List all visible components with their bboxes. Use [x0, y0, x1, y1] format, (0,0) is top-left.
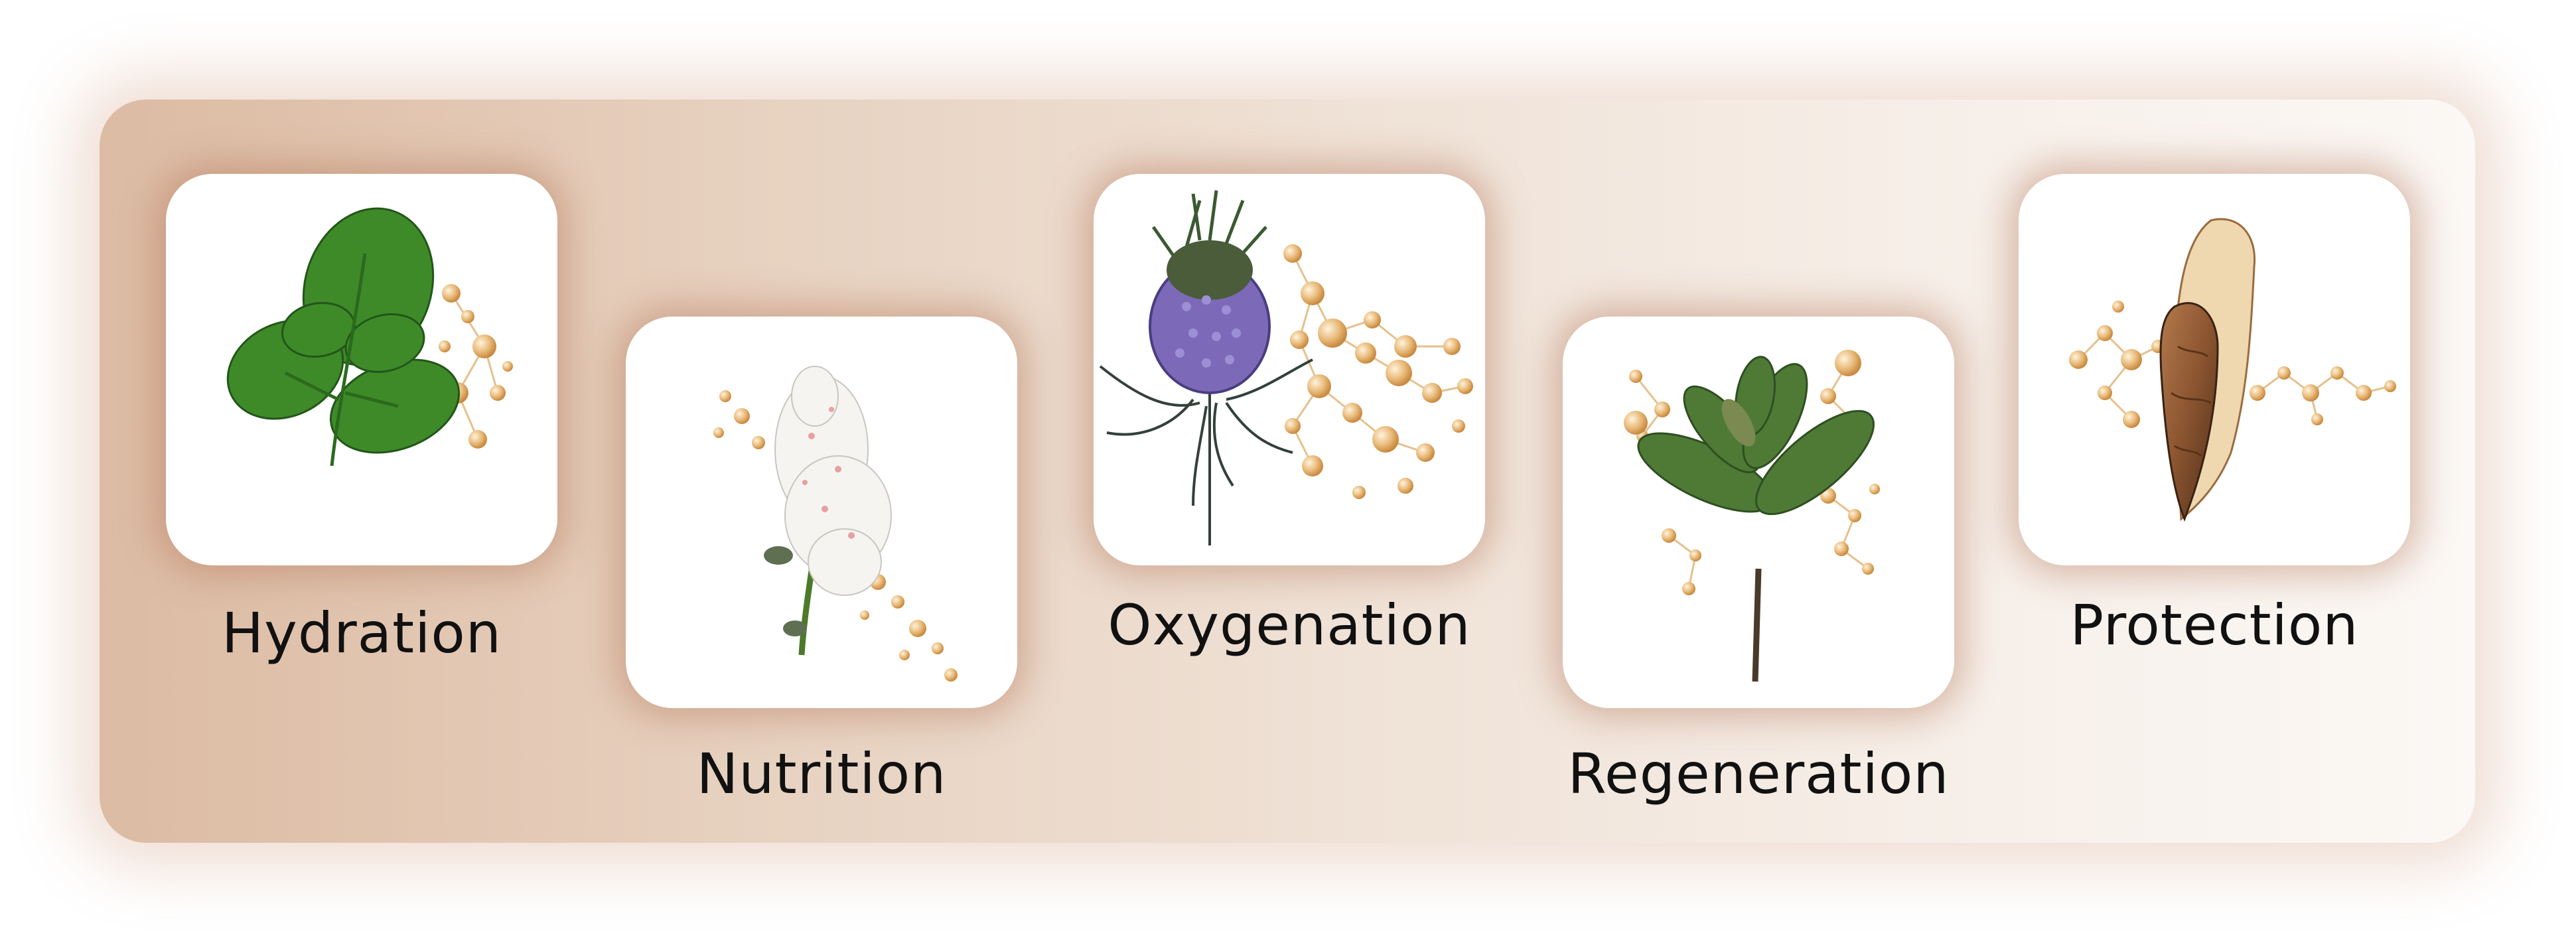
leaf-with-droplets-icon: [226, 207, 513, 467]
teasel-flower-with-droplets-icon: [1099, 190, 1473, 545]
plant-sprig-with-droplets-icon: [1624, 350, 1880, 682]
regeneration-image-card: [1563, 317, 1954, 708]
nutrition-label: Nutrition: [696, 741, 947, 806]
root-with-droplets-icon: [2069, 218, 2396, 522]
protection-image-card: [2019, 174, 2410, 565]
protection-label: Protection: [2070, 593, 2359, 658]
oxygenation-image-card: [1094, 174, 1485, 565]
hydration-label: Hydration: [221, 601, 502, 666]
oxygenation-label: Oxygenation: [1108, 593, 1471, 658]
white-blossom-with-droplets-icon: [713, 366, 958, 682]
nutrition-image-card: [626, 317, 1017, 708]
regeneration-label: Regeneration: [1567, 741, 1950, 806]
hydration-image-card: [166, 174, 557, 565]
